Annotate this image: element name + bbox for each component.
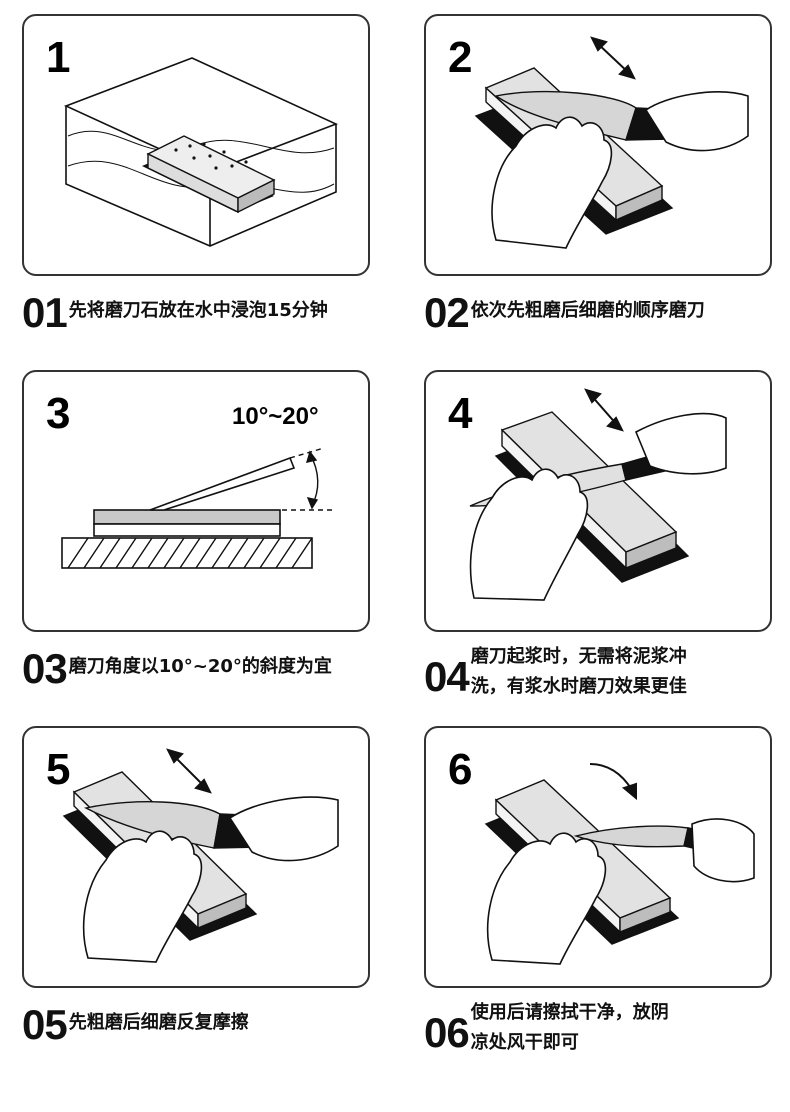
step-1-panel: 1 (22, 14, 370, 276)
step-number: 1 (46, 33, 70, 82)
slurry-illustration: 4 (448, 388, 727, 601)
angle-illustration: 3 10°~20° (46, 389, 334, 569)
caption-line: 磨刀起浆时，无需将泥浆冲 (470, 646, 687, 667)
caption-line: 磨刀角度以10°~20°的斜度为宜 (68, 656, 332, 677)
step-3-caption: 03 磨刀角度以10°~20°的斜度为宜 (22, 648, 332, 690)
cleaning-illustration: 6 (448, 745, 755, 965)
step-number: 5 (46, 745, 70, 794)
step-number: 2 (448, 33, 472, 82)
grinding-sequence-illustration: 2 (448, 33, 749, 249)
caption-text: 磨刀角度以10°~20°的斜度为宜 (69, 652, 332, 682)
caption-number: 01 (22, 289, 68, 336)
step-2-caption: 02 依次先粗磨后细磨的顺序磨刀 (424, 292, 705, 334)
soaking-illustration: 1 (46, 33, 339, 247)
step-3-panel: 3 10°~20° (22, 370, 370, 632)
step-number: 6 (448, 745, 472, 794)
step-number: 3 (46, 389, 70, 438)
direction-arrow-icon (584, 388, 624, 432)
caption-line: 使用后请擦拭干净，放阴 (470, 1002, 669, 1023)
angle-label: 10°~20° (232, 403, 319, 430)
left-hand (491, 116, 613, 249)
curved-arrow-icon (589, 763, 637, 801)
right-hand (634, 412, 727, 475)
step-6-caption: 06 使用后请擦拭干净，放阴 凉处风干即可 (424, 1002, 669, 1058)
step-4-caption: 04 磨刀起浆时，无需将泥浆冲 洗，有浆水时磨刀效果更佳 (424, 646, 687, 702)
knife-blade (149, 456, 296, 511)
caption-number: 06 (424, 1009, 470, 1056)
angle-indicator (282, 447, 334, 511)
caption-text: 先粗磨后细磨反复摩擦 (69, 1008, 249, 1038)
right-hand (228, 796, 339, 862)
caption-line: 先粗磨后细磨反复摩擦 (68, 1012, 249, 1033)
caption-number: 05 (22, 1001, 68, 1048)
caption-text: 先将磨刀石放在水中浸泡15分钟 (69, 296, 328, 326)
caption-number: 04 (424, 653, 470, 700)
caption-text: 磨刀起浆时，无需将泥浆冲 洗，有浆水时磨刀效果更佳 (471, 642, 687, 702)
base-board (61, 537, 313, 569)
caption-line: 依次先粗磨后细磨的顺序磨刀 (470, 300, 705, 321)
caption-text: 依次先粗磨后细磨的顺序磨刀 (471, 296, 705, 326)
left-hand (486, 832, 607, 965)
left-hand (82, 830, 203, 963)
direction-arrow-icon (166, 748, 212, 794)
left-hand (469, 468, 589, 601)
repeated-grinding-illustration: 5 (46, 745, 339, 963)
right-hand (691, 818, 755, 883)
step-2-panel: 2 (424, 14, 772, 276)
caption-line: 先将磨刀石放在水中浸泡15分钟 (68, 300, 328, 321)
step-5-panel: 5 (22, 726, 370, 988)
caption-number: 02 (424, 289, 470, 336)
step-5-caption: 05 先粗磨后细磨反复摩擦 (22, 1004, 249, 1046)
step-6-panel: 6 (424, 726, 772, 988)
right-hand (644, 91, 749, 152)
caption-line: 凉处风干即可 (470, 1032, 579, 1053)
whetstone (93, 509, 281, 537)
whetstone (142, 135, 276, 214)
caption-number: 03 (22, 645, 68, 692)
step-number: 4 (448, 389, 473, 438)
step-1-caption: 01 先将磨刀石放在水中浸泡15分钟 (22, 292, 328, 334)
direction-arrow-icon (590, 36, 636, 80)
caption-line: 洗，有浆水时磨刀效果更佳 (470, 676, 687, 697)
caption-text: 使用后请擦拭干净，放阴 凉处风干即可 (471, 998, 669, 1058)
step-4-panel: 4 (424, 370, 772, 632)
